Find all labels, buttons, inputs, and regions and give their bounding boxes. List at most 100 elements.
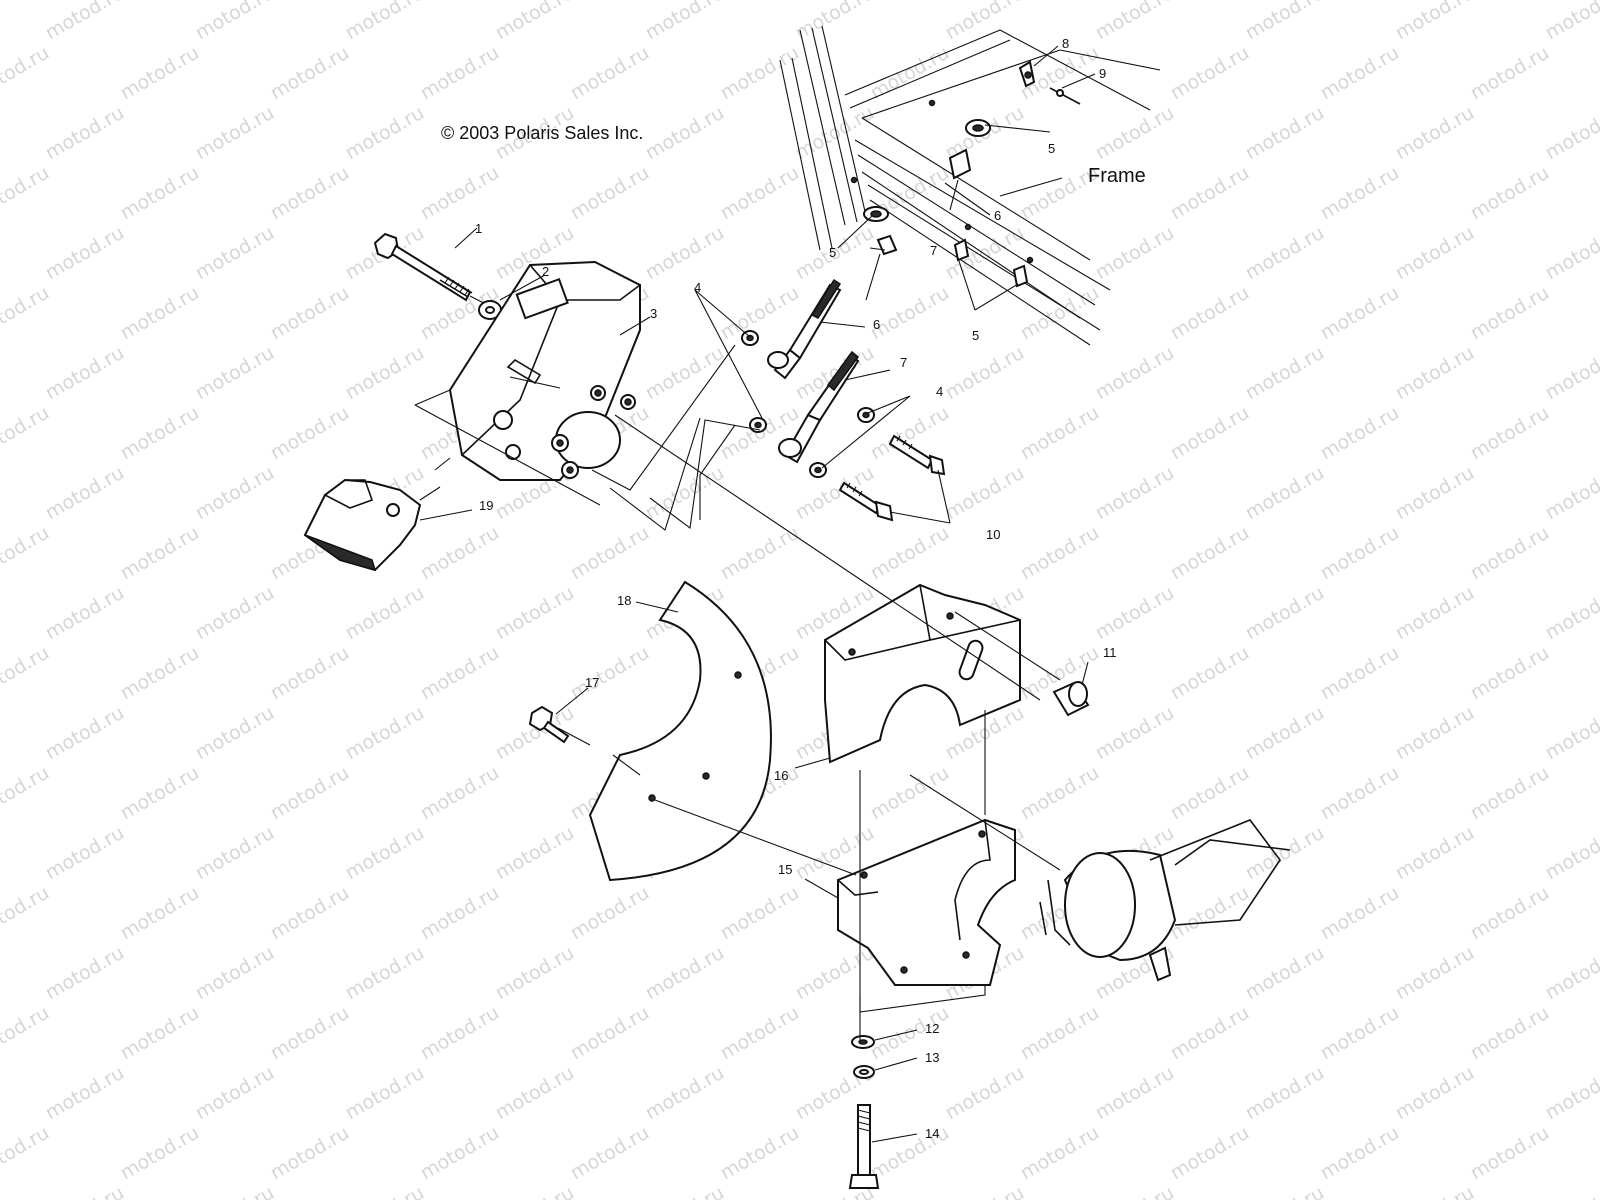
watermark-text: motod.ru bbox=[717, 1122, 803, 1185]
watermark-text: motod.ru bbox=[0, 282, 53, 345]
watermark-text: motod.ru bbox=[1542, 822, 1600, 885]
callout-1: 1 bbox=[475, 221, 482, 236]
watermark-text: motod.ru bbox=[1017, 402, 1103, 465]
part-12-washer bbox=[851, 1035, 875, 1049]
watermark-text: motod.ru bbox=[342, 582, 428, 645]
watermark-text: motod.ru bbox=[1017, 762, 1103, 825]
callout-11: 11 bbox=[1103, 645, 1117, 660]
watermark-text: motod.ru bbox=[1242, 0, 1328, 44]
watermark-text: motod.ru bbox=[492, 1062, 578, 1125]
callout-6-top: 6 bbox=[994, 208, 1001, 223]
callout-4-upper: 4 bbox=[694, 280, 701, 295]
watermark-text: motod.ru bbox=[1242, 822, 1328, 885]
watermark-text: motod.ru bbox=[1317, 402, 1403, 465]
watermark-text: motod.ru bbox=[1167, 1002, 1253, 1065]
watermark-text: motod.ru bbox=[1317, 882, 1403, 945]
watermark-text: motod.ru bbox=[0, 1002, 53, 1065]
watermark-text: motod.ru bbox=[1542, 0, 1600, 44]
watermark-text: motod.ru bbox=[267, 162, 353, 225]
watermark-text: motod.ru bbox=[1392, 822, 1478, 885]
watermark-text: motod.ru bbox=[0, 882, 53, 945]
watermark-text: motod.ru bbox=[1392, 462, 1478, 525]
watermark-text: motod.ru bbox=[1467, 642, 1553, 705]
part-10-bolts bbox=[838, 434, 946, 522]
watermark-text: motod.ru bbox=[342, 822, 428, 885]
watermark-text: motod.ru bbox=[42, 102, 128, 165]
watermark-text: motod.ru bbox=[1467, 42, 1553, 105]
watermark-text: motod.ru bbox=[792, 0, 878, 44]
watermark-text: motod.ru bbox=[342, 342, 428, 405]
watermark-text: motod.ru bbox=[42, 942, 128, 1005]
watermark-text: motod.ru bbox=[192, 582, 278, 645]
watermark-text: motod.ru bbox=[1242, 222, 1328, 285]
watermark-text: motod.ru bbox=[1242, 1182, 1328, 1200]
watermark-text: motod.ru bbox=[117, 522, 203, 585]
watermark-text: motod.ru bbox=[1092, 1062, 1178, 1125]
watermark-text: motod.ru bbox=[0, 42, 53, 105]
watermark-text: motod.ru bbox=[42, 0, 128, 44]
watermark-text: motod.ru bbox=[267, 402, 353, 465]
watermark-text: motod.ru bbox=[942, 462, 1028, 525]
watermark-text: motod.ru bbox=[1242, 102, 1328, 165]
watermark-text: motod.ru bbox=[792, 102, 878, 165]
watermark-text: motod.ru bbox=[567, 1002, 653, 1065]
watermark-text: motod.ru bbox=[117, 762, 203, 825]
watermark-text: motod.ru bbox=[1542, 222, 1600, 285]
part-14-bolt bbox=[848, 1104, 880, 1189]
linkage-lower bbox=[749, 350, 875, 478]
callout-18: 18 bbox=[617, 593, 631, 608]
watermark-text: motod.ru bbox=[717, 162, 803, 225]
watermark-text: motod.ru bbox=[1542, 102, 1600, 165]
watermark-text: motod.ru bbox=[1242, 582, 1328, 645]
watermark-text: motod.ru bbox=[1392, 0, 1478, 44]
watermark-text: motod.ru bbox=[717, 1002, 803, 1065]
part-11-bushing bbox=[1052, 681, 1090, 717]
watermark-text: motod.ru bbox=[792, 462, 878, 525]
watermark-text: motod.ru bbox=[1467, 162, 1553, 225]
watermark-text: motod.ru bbox=[1167, 42, 1253, 105]
part-19-brake-pad bbox=[303, 478, 441, 572]
watermark-text: motod.ru bbox=[1092, 582, 1178, 645]
watermark-text: motod.ru bbox=[1392, 582, 1478, 645]
watermark-text: motod.ru bbox=[0, 162, 53, 225]
watermark-text: motod.ru bbox=[642, 1182, 728, 1200]
watermark-text: motod.ru bbox=[267, 1002, 353, 1065]
watermark-text: motod.ru bbox=[342, 1062, 428, 1125]
watermark-text: motod.ru bbox=[492, 822, 578, 885]
part-15-bracket bbox=[837, 818, 1016, 986]
watermark-text: motod.ru bbox=[342, 0, 428, 44]
watermark-text: motod.ru bbox=[1167, 762, 1253, 825]
watermark-text: motod.ru bbox=[42, 702, 128, 765]
watermark-text: motod.ru bbox=[1317, 762, 1403, 825]
watermark-text: motod.ru bbox=[267, 642, 353, 705]
callout-5-mid: 5 bbox=[829, 245, 836, 260]
watermark-text: motod.ru bbox=[642, 0, 728, 44]
watermark-text: motod.ru bbox=[1392, 702, 1478, 765]
watermark-text: motod.ru bbox=[192, 0, 278, 44]
watermark-text: motod.ru bbox=[342, 102, 428, 165]
watermark-text: motod.ru bbox=[417, 882, 503, 945]
watermark-text: motod.ru bbox=[1467, 762, 1553, 825]
watermark-text: motod.ru bbox=[1242, 462, 1328, 525]
watermark-text: motod.ru bbox=[1392, 1062, 1478, 1125]
watermark-text: motod.ru bbox=[1542, 1182, 1600, 1200]
callout-6-rod: 6 bbox=[873, 317, 880, 332]
watermark-text: motod.ru bbox=[417, 522, 503, 585]
watermark-text: motod.ru bbox=[1017, 1002, 1103, 1065]
watermark-text: motod.ru bbox=[492, 0, 578, 44]
watermark-text: motod.ru bbox=[717, 282, 803, 345]
watermark-text: motod.ru bbox=[492, 582, 578, 645]
watermark-text: motod.ru bbox=[1167, 642, 1253, 705]
leader-lines bbox=[419, 45, 1096, 1143]
frame-fittings bbox=[850, 99, 1034, 301]
callout-3: 3 bbox=[650, 306, 657, 321]
watermark-text: motod.ru bbox=[1242, 1062, 1328, 1125]
watermark-text: motod.ru bbox=[1167, 882, 1253, 945]
watermark-text: motod.ru bbox=[117, 402, 203, 465]
callout-7-rod: 7 bbox=[900, 355, 907, 370]
watermark-text: motod.ru bbox=[642, 942, 728, 1005]
watermark-text: motod.ru bbox=[642, 1062, 728, 1125]
watermark-text: motod.ru bbox=[867, 1122, 953, 1185]
watermark-text: motod.ru bbox=[117, 642, 203, 705]
